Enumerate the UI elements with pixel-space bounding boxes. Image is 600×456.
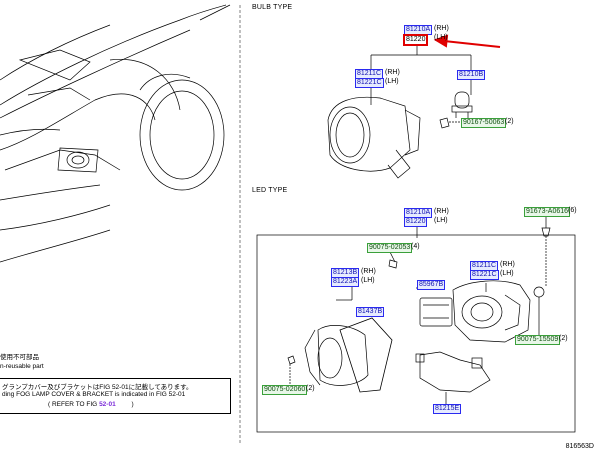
- note-non-reusable-jp: 使用不可部品: [0, 354, 39, 361]
- part-81213b-suffix: (RH): [361, 268, 376, 275]
- part-90075-02053[interactable]: 90075-02053: [367, 243, 413, 253]
- part-90075-02053-suffix: (4): [411, 243, 420, 250]
- led-fog-lamp: [256, 216, 576, 433]
- part-90167-suffix: (2): [505, 118, 514, 125]
- part-85967b[interactable]: 85967B: [417, 280, 446, 290]
- part-81210a-led-suffix: (RH): [434, 208, 449, 215]
- part-81221c-bulb[interactable]: 81221C: [355, 78, 384, 88]
- red-callout-arrow: [433, 34, 501, 48]
- part-90167-50063[interactable]: 90167-50063: [461, 118, 507, 128]
- part-81437b[interactable]: 81437B: [356, 307, 385, 317]
- part-81215e[interactable]: 81215E: [433, 404, 462, 414]
- section-title-bulb: BULB TYPE: [252, 4, 293, 11]
- note-cover-jp: グランプカバー及びブラケットはFIG 52-01に記載してあります。: [2, 384, 193, 391]
- part-90075-15509-suffix: (2): [559, 335, 568, 342]
- part-81220-led[interactable]: 81220: [404, 217, 428, 227]
- part-81221c-led[interactable]: 81221C: [470, 270, 499, 280]
- part-90075-02060[interactable]: 90075-02060: [262, 385, 308, 395]
- part-81210b-bulb[interactable]: 81210B: [457, 70, 486, 80]
- part-91673-a0616[interactable]: 91673-A0616: [524, 207, 571, 217]
- part-81210a-bulb-suffix: (RH): [434, 25, 449, 32]
- note-refer-prefix: ( REFER TO FIG: [48, 401, 98, 408]
- part-81211c-bulb-suffix: (RH): [385, 69, 400, 76]
- part-81221c-led-suffix: (LH): [500, 270, 514, 277]
- part-81221c-bulb-suffix: (LH): [385, 78, 399, 85]
- part-90075-02060-suffix: (2): [306, 385, 315, 392]
- fig-reference-link[interactable]: 52-01: [99, 401, 116, 408]
- document-id: 816563D: [565, 443, 594, 450]
- note-refer-suffix: ): [131, 401, 134, 408]
- note-refer: ( REFER TO FIG 52-01 ): [48, 401, 134, 408]
- car-front-outline: [0, 4, 231, 263]
- bulb-fog-lamp: [327, 43, 473, 179]
- note-non-reusable-en: n-reusable part: [0, 363, 44, 370]
- part-81211c-led-suffix: (RH): [500, 261, 515, 268]
- part-81220-led-suffix: (LH): [434, 217, 448, 224]
- part-81220-bulb-highlighted[interactable]: 81220: [403, 34, 429, 46]
- part-91673-suffix: (6): [568, 207, 577, 214]
- part-81223a[interactable]: 81223A: [331, 277, 360, 287]
- section-title-led: LED TYPE: [252, 187, 288, 194]
- part-90075-15509[interactable]: 90075-15509: [515, 335, 561, 345]
- note-cover-en: ding FOG LAMP COVER & BRACKET is indicat…: [2, 391, 186, 398]
- reference-note-box: グランプカバー及びブラケットはFIG 52-01に記載してあります。 ding …: [0, 378, 231, 414]
- part-81223a-suffix: (LH): [361, 277, 375, 284]
- part-81220-bulb-suffix: (LH): [434, 34, 448, 41]
